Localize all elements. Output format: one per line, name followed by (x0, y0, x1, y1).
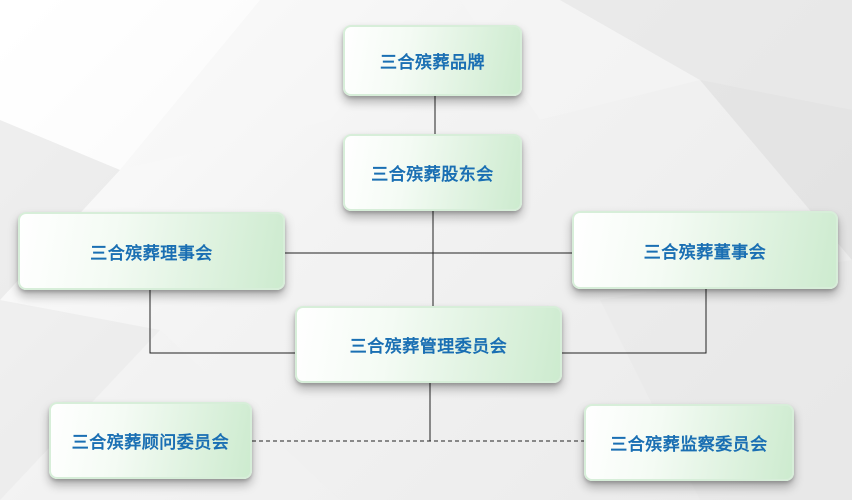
shareholders-meeting-box: 三合殡葬股东会 (343, 134, 522, 211)
connector-council-management (149, 290, 295, 354)
shareholders-meeting-label: 三合殡葬股东会 (371, 165, 494, 185)
management-committee-box: 三合殡葬管理委员会 (295, 306, 562, 383)
supervisory-committee-label: 三合殡葬监察委员会 (610, 435, 768, 455)
council-box: 三合殡葬理事会 (18, 212, 285, 290)
advisory-committee-label: 三合殡葬顾问委员会 (71, 433, 230, 453)
connector-board-management (562, 289, 707, 354)
advisory-committee-box: 三合殡葬顾问委员会 (49, 402, 252, 479)
supervisory-committee-box: 三合殡葬监察委员会 (584, 404, 794, 481)
brand-box: 三合殡葬品牌 (343, 25, 522, 96)
brand-label: 三合殡葬品牌 (380, 53, 485, 73)
board-of-directors-box: 三合殡葬董事会 (572, 211, 838, 289)
management-committee-label: 三合殡葬管理委员会 (349, 337, 508, 357)
council-label: 三合殡葬理事会 (90, 243, 213, 264)
board-of-directors-label: 三合殡葬董事会 (643, 242, 767, 263)
